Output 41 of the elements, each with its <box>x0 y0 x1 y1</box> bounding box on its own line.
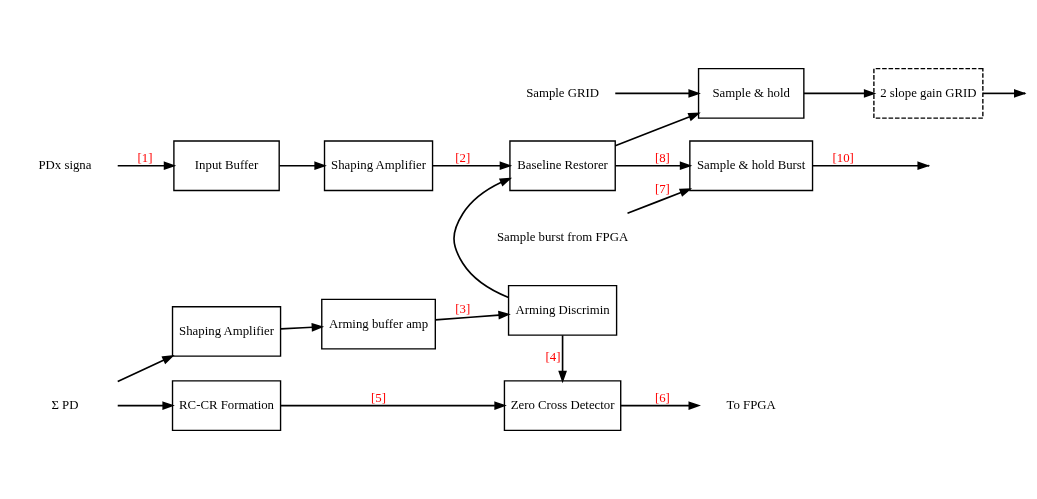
node-text: Sample burst from FPGA <box>496 230 629 245</box>
arrow <box>803 89 877 98</box>
edge-label: [7] <box>654 182 670 197</box>
arrow <box>453 177 513 299</box>
arrow <box>280 322 325 332</box>
node-text: PDx signa <box>38 158 92 173</box>
node-text: Sample GRID <box>526 85 600 100</box>
edge-label: [4] <box>545 350 561 365</box>
node-box: RC-CR Formation <box>171 380 282 432</box>
arrow <box>626 188 693 215</box>
arrow <box>614 112 701 147</box>
node-box: Sample & hold <box>697 67 805 119</box>
node-box: Sample & hold Burst <box>689 140 814 192</box>
edge-label: [2] <box>455 151 471 166</box>
arrow <box>278 161 327 171</box>
node-box: Baseline Restorer <box>509 140 616 192</box>
node-box: 2 slope gain GRID <box>873 67 984 119</box>
edge-label: [5] <box>371 391 386 406</box>
arrow <box>614 89 701 98</box>
arrow <box>116 161 177 171</box>
edge-label: [8] <box>654 151 670 166</box>
node-box: Input Buffer <box>173 140 280 192</box>
node-box: Shaping Amplifier <box>171 306 282 357</box>
arrow <box>614 161 693 171</box>
arrow <box>434 310 511 321</box>
node-box: Arming Discrimin <box>507 285 618 336</box>
arrow <box>431 161 513 171</box>
node-text: Σ PD <box>51 398 79 412</box>
edge-label: [3] <box>455 302 471 317</box>
arrow <box>619 401 701 410</box>
arrow <box>116 355 175 383</box>
node-box: Arming buffer amp <box>321 298 436 350</box>
arrow <box>558 334 567 384</box>
edge-label: [10] <box>832 151 854 166</box>
node-box: Shaping Amplifier <box>323 140 434 192</box>
edge-label: [6] <box>654 391 670 406</box>
arrow <box>279 401 507 410</box>
edge-label: [1] <box>137 151 153 166</box>
arrow <box>116 401 175 410</box>
node-box: Zero Cross Detector <box>503 380 622 432</box>
node-text: To FPGA <box>726 398 776 412</box>
